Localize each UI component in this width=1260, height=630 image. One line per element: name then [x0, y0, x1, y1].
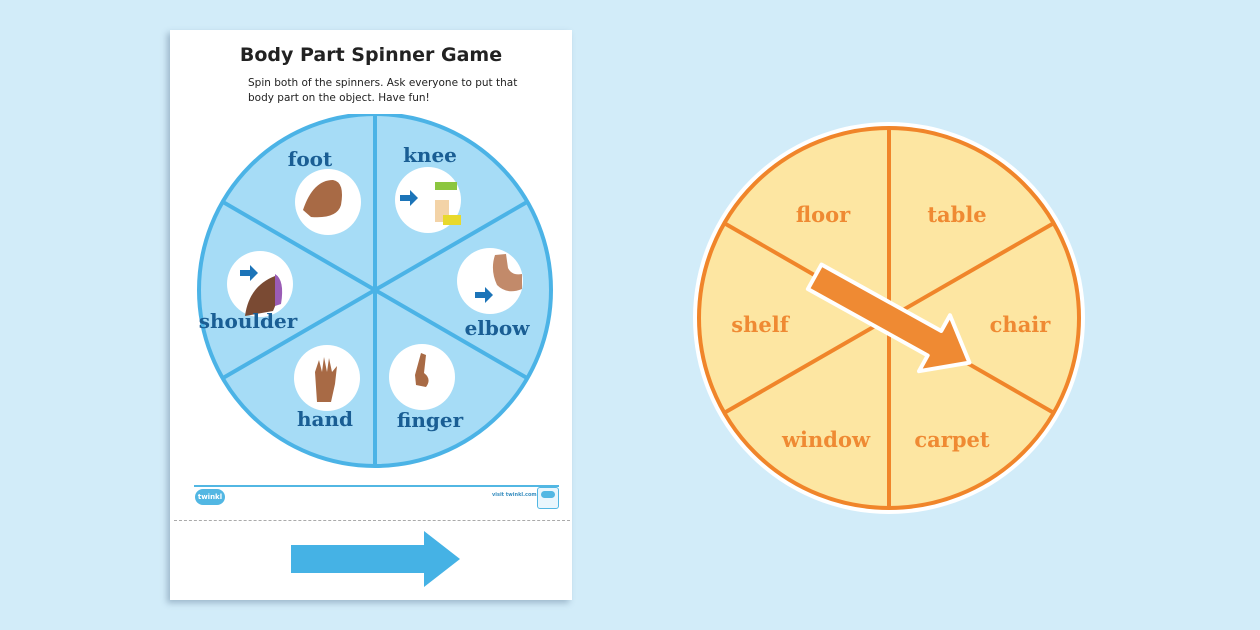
segment-label-shoulder: shoulder	[199, 309, 298, 333]
visit-link[interactable]: visit twinkl.com	[492, 492, 537, 498]
body-part-spinner[interactable]: foot knee elbow finger hand shoulder	[170, 114, 572, 474]
segment-label-finger: finger	[397, 408, 464, 432]
segment-label-window: window	[781, 427, 871, 452]
page-title: Body Part Spinner Game	[239, 44, 503, 66]
twinkl-logo: twinkl	[195, 489, 225, 505]
segment-label-table: table	[927, 202, 986, 227]
segment-label-chair: chair	[990, 312, 1052, 337]
object-spinner[interactable]: floor table chair carpet window shelf	[680, 108, 1100, 528]
quality-badge-icon	[537, 487, 559, 509]
cut-out-arrow[interactable]	[288, 530, 468, 594]
spinner-arrow[interactable]	[799, 249, 985, 391]
segment-label-hand: hand	[297, 407, 353, 431]
segment-label-carpet: carpet	[914, 427, 990, 452]
cut-line	[174, 520, 570, 521]
instructions: Spin both of the spinners. Ask everyone …	[248, 77, 518, 104]
segment-label-knee: knee	[403, 143, 457, 167]
segment-label-shelf: shelf	[731, 312, 790, 337]
segment-label-floor: floor	[796, 202, 851, 227]
segment-label-foot: foot	[288, 147, 333, 171]
segment-label-elbow: elbow	[465, 316, 531, 340]
footer-divider	[194, 485, 559, 487]
worksheet-page: Body Part Spinner Game Spin both of the …	[170, 30, 572, 600]
